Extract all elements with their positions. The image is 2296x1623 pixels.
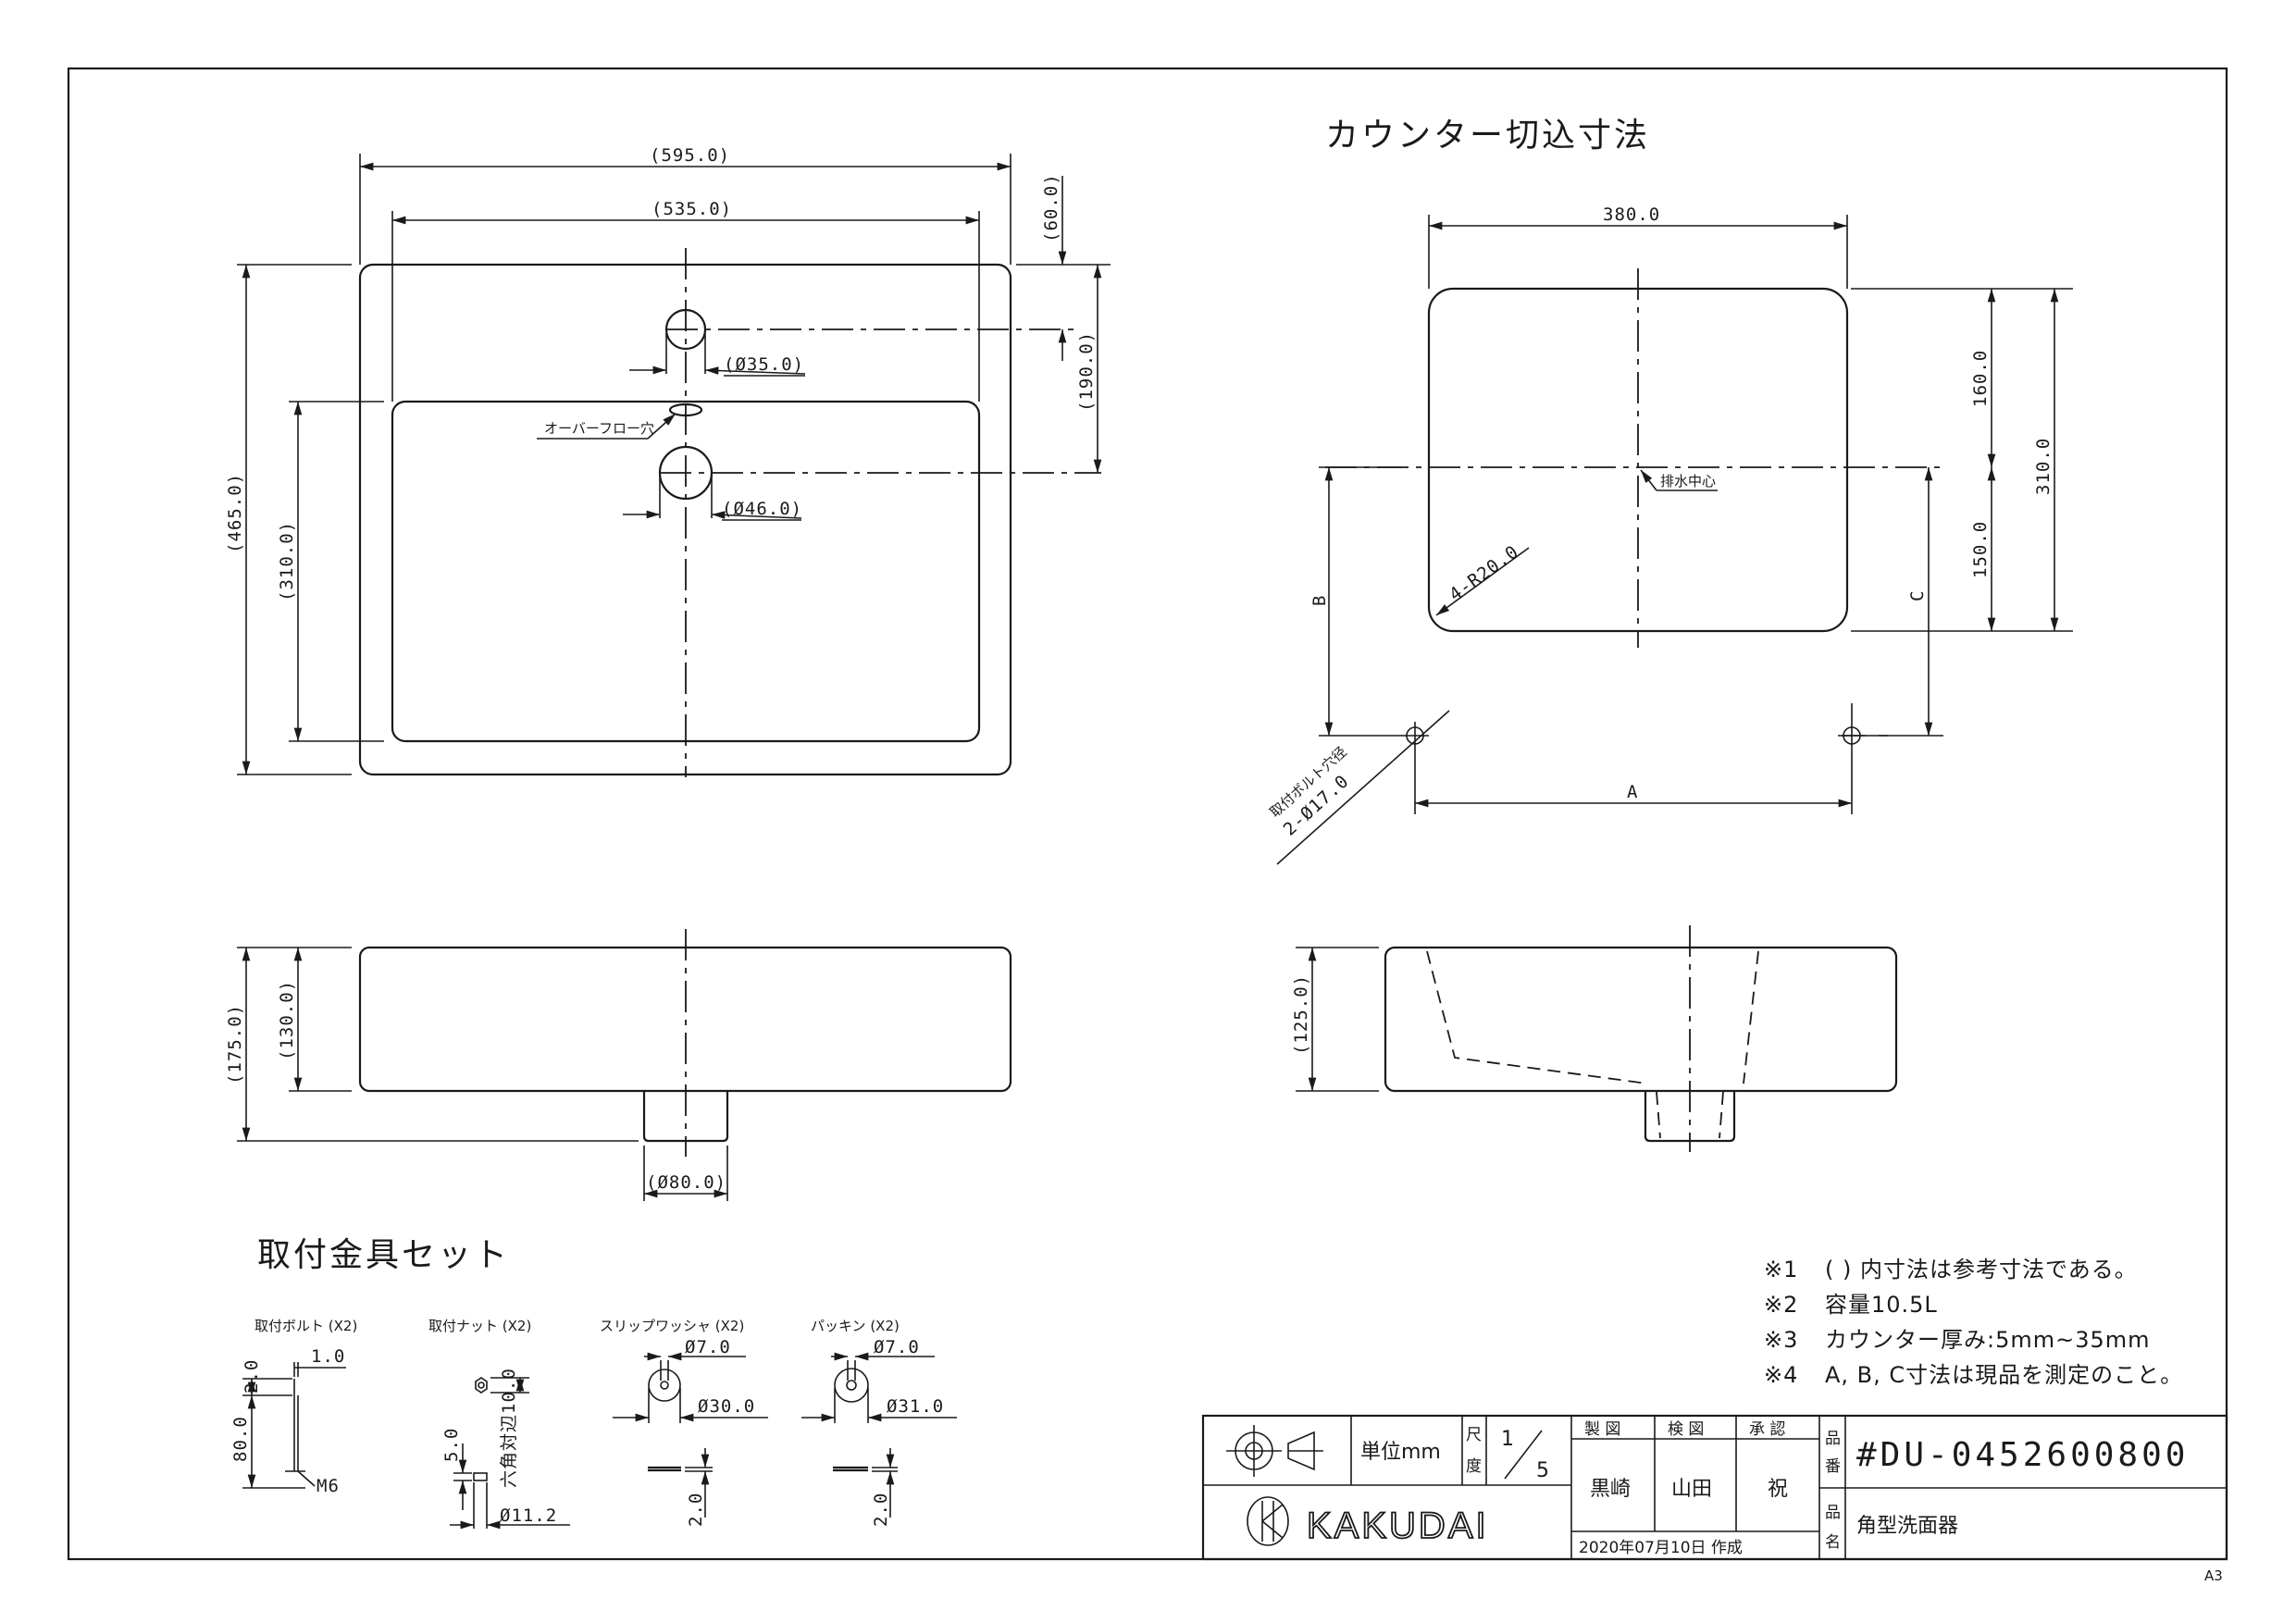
dim-cutout-width: 380.0 <box>1603 204 1660 225</box>
tb-part-name-label-1: 品 <box>1825 1504 1841 1522</box>
label-nut: 取付ナット (X2) <box>428 1318 531 1334</box>
projection-symbol-icon <box>1226 1425 1323 1477</box>
note-4-mark: ※4 <box>1764 1362 1798 1388</box>
sheet-border <box>67 67 2228 1561</box>
dim-nut-d2: 六角対辺10.0 <box>499 1368 519 1488</box>
dim-washer-d3: 2.0 <box>686 1493 706 1527</box>
tb-scale-num: 1 <box>1501 1428 1514 1451</box>
note-3-mark: ※3 <box>1764 1327 1798 1353</box>
dim-packing-d1: Ø7.0 <box>874 1337 920 1357</box>
tb-approved-label: 承 認 <box>1749 1420 1785 1439</box>
title-block: 単位mm 尺 度 1 5 製 図 検 図 承 認 黒崎 山田 祝 2020年07… <box>1201 1414 2228 1561</box>
note-1-text: ( ) 内寸法は参考寸法である。 <box>1825 1257 2138 1282</box>
dim-washer-d2: Ø30.0 <box>698 1396 755 1417</box>
dim-bolt-d1: 1.0 <box>311 1346 345 1367</box>
dim-overall-depth: (465.0) <box>225 473 245 553</box>
dim-label-b: B <box>1309 595 1330 606</box>
front-view: (175.0) (130.0) (Ø80.0) <box>225 929 1012 1201</box>
hardware-set: 取付金具セット 取付ボルト (X2) 2.0 80.0 1.0 M6 取付ナット… <box>230 1236 957 1530</box>
dim-washer-d1: Ø7.0 <box>685 1337 731 1357</box>
tb-made-label: 製 図 <box>1584 1420 1620 1439</box>
kakudai-logo-icon <box>1247 1496 1289 1546</box>
dim-outlet-dia: (Ø80.0) <box>646 1172 726 1193</box>
dim-total-height: (175.0) <box>225 1004 245 1084</box>
dim-body-height: (130.0) <box>277 980 297 1060</box>
tb-part-no-label-1: 品 <box>1825 1430 1841 1448</box>
dim-packing-d3: 2.0 <box>871 1493 891 1527</box>
dim-nut-d3: Ø11.2 <box>500 1505 557 1526</box>
tb-made-by: 黒崎 <box>1590 1478 1631 1501</box>
tb-part-no-label-2: 番 <box>1825 1457 1841 1476</box>
tb-scale-label-1: 尺 <box>1466 1426 1482 1444</box>
tb-checked-by: 山田 <box>1671 1478 1712 1501</box>
dim-side-height: (125.0) <box>1291 974 1311 1055</box>
note-1-mark: ※1 <box>1764 1257 1798 1282</box>
sheet-size: A3 <box>2204 1567 2223 1584</box>
dim-cutout-lower: 150.0 <box>1970 521 1991 578</box>
dim-cutout-upper: 160.0 <box>1970 350 1991 407</box>
dim-outer-width: (595.0) <box>650 145 730 166</box>
tb-part-no: #DU-0452600800 <box>1856 1436 2189 1474</box>
label-overflow: オーバーフロー穴 <box>544 420 654 437</box>
label-washer: スリップワッシャ (X2) <box>600 1318 744 1334</box>
tb-checked-label: 検 図 <box>1668 1420 1704 1439</box>
dim-label-a: A <box>1627 782 1638 802</box>
tb-company: KAKUDAI <box>1307 1505 1489 1546</box>
note-4-text: A, B, C寸法は現品を測定のこと。 <box>1825 1362 2183 1388</box>
notes: ※1 ( ) 内寸法は参考寸法である。 ※2 容量10.5L ※3 カウンター厚… <box>1764 1257 2183 1388</box>
dim-bolt-d2: 2.0 <box>242 1359 262 1394</box>
cutout-view: カウンター切込寸法 380.0 160.0 150.0 310.0 4-R20.… <box>1267 117 2073 865</box>
hardware-title: 取付金具セット <box>257 1236 510 1274</box>
dim-basin-depth: (310.0) <box>277 521 297 601</box>
side-view: (125.0) <box>1291 925 1898 1152</box>
tb-approved-by: 祝 <box>1768 1478 1788 1501</box>
dim-faucet-offset: (60.0) <box>1041 173 1061 242</box>
dim-inner-width: (535.0) <box>652 199 732 219</box>
dim-nut-d1: 5.0 <box>441 1428 462 1462</box>
tb-scale-den: 5 <box>1536 1459 1549 1482</box>
dim-faucet-hole: (Ø35.0) <box>724 354 804 375</box>
dim-bolt-d3: 80.0 <box>230 1416 251 1462</box>
dim-drain-hole: (Ø46.0) <box>722 499 802 519</box>
dim-corner-radius: 4-R20.0 <box>1446 541 1522 605</box>
note-3-text: カウンター厚み:5mm~35mm <box>1825 1327 2151 1353</box>
top-view: (595.0) (535.0) (465.0) (310.0) (60.0) (… <box>225 145 1111 777</box>
side-body <box>1384 946 1898 1093</box>
label-drain-center: 排水中心 <box>1660 473 1716 489</box>
dim-packing-d2: Ø31.0 <box>887 1396 944 1417</box>
dim-drain-offset: (190.0) <box>1076 331 1097 412</box>
tb-unit: 単位mm <box>1360 1441 1441 1464</box>
label-packing: パッキン (X2) <box>811 1318 900 1334</box>
label-bolt: 取付ボルト (X2) <box>254 1318 357 1334</box>
tb-date: 2020年07月10日 作成 <box>1579 1539 1743 1557</box>
dim-bolt-d4: M6 <box>316 1476 340 1496</box>
tb-part-name-label-2: 名 <box>1825 1533 1841 1552</box>
dim-label-c: C <box>1907 590 1928 601</box>
cutout-title: カウンター切込寸法 <box>1325 117 1650 155</box>
overflow-hole <box>668 403 703 417</box>
tb-part-name: 角型洗面器 <box>1856 1515 1958 1538</box>
dim-cutout-total: 310.0 <box>2033 438 2054 495</box>
note-2-mark: ※2 <box>1764 1292 1798 1318</box>
tb-scale-label-2: 度 <box>1466 1457 1482 1476</box>
note-2-text: 容量10.5L <box>1825 1292 1938 1318</box>
